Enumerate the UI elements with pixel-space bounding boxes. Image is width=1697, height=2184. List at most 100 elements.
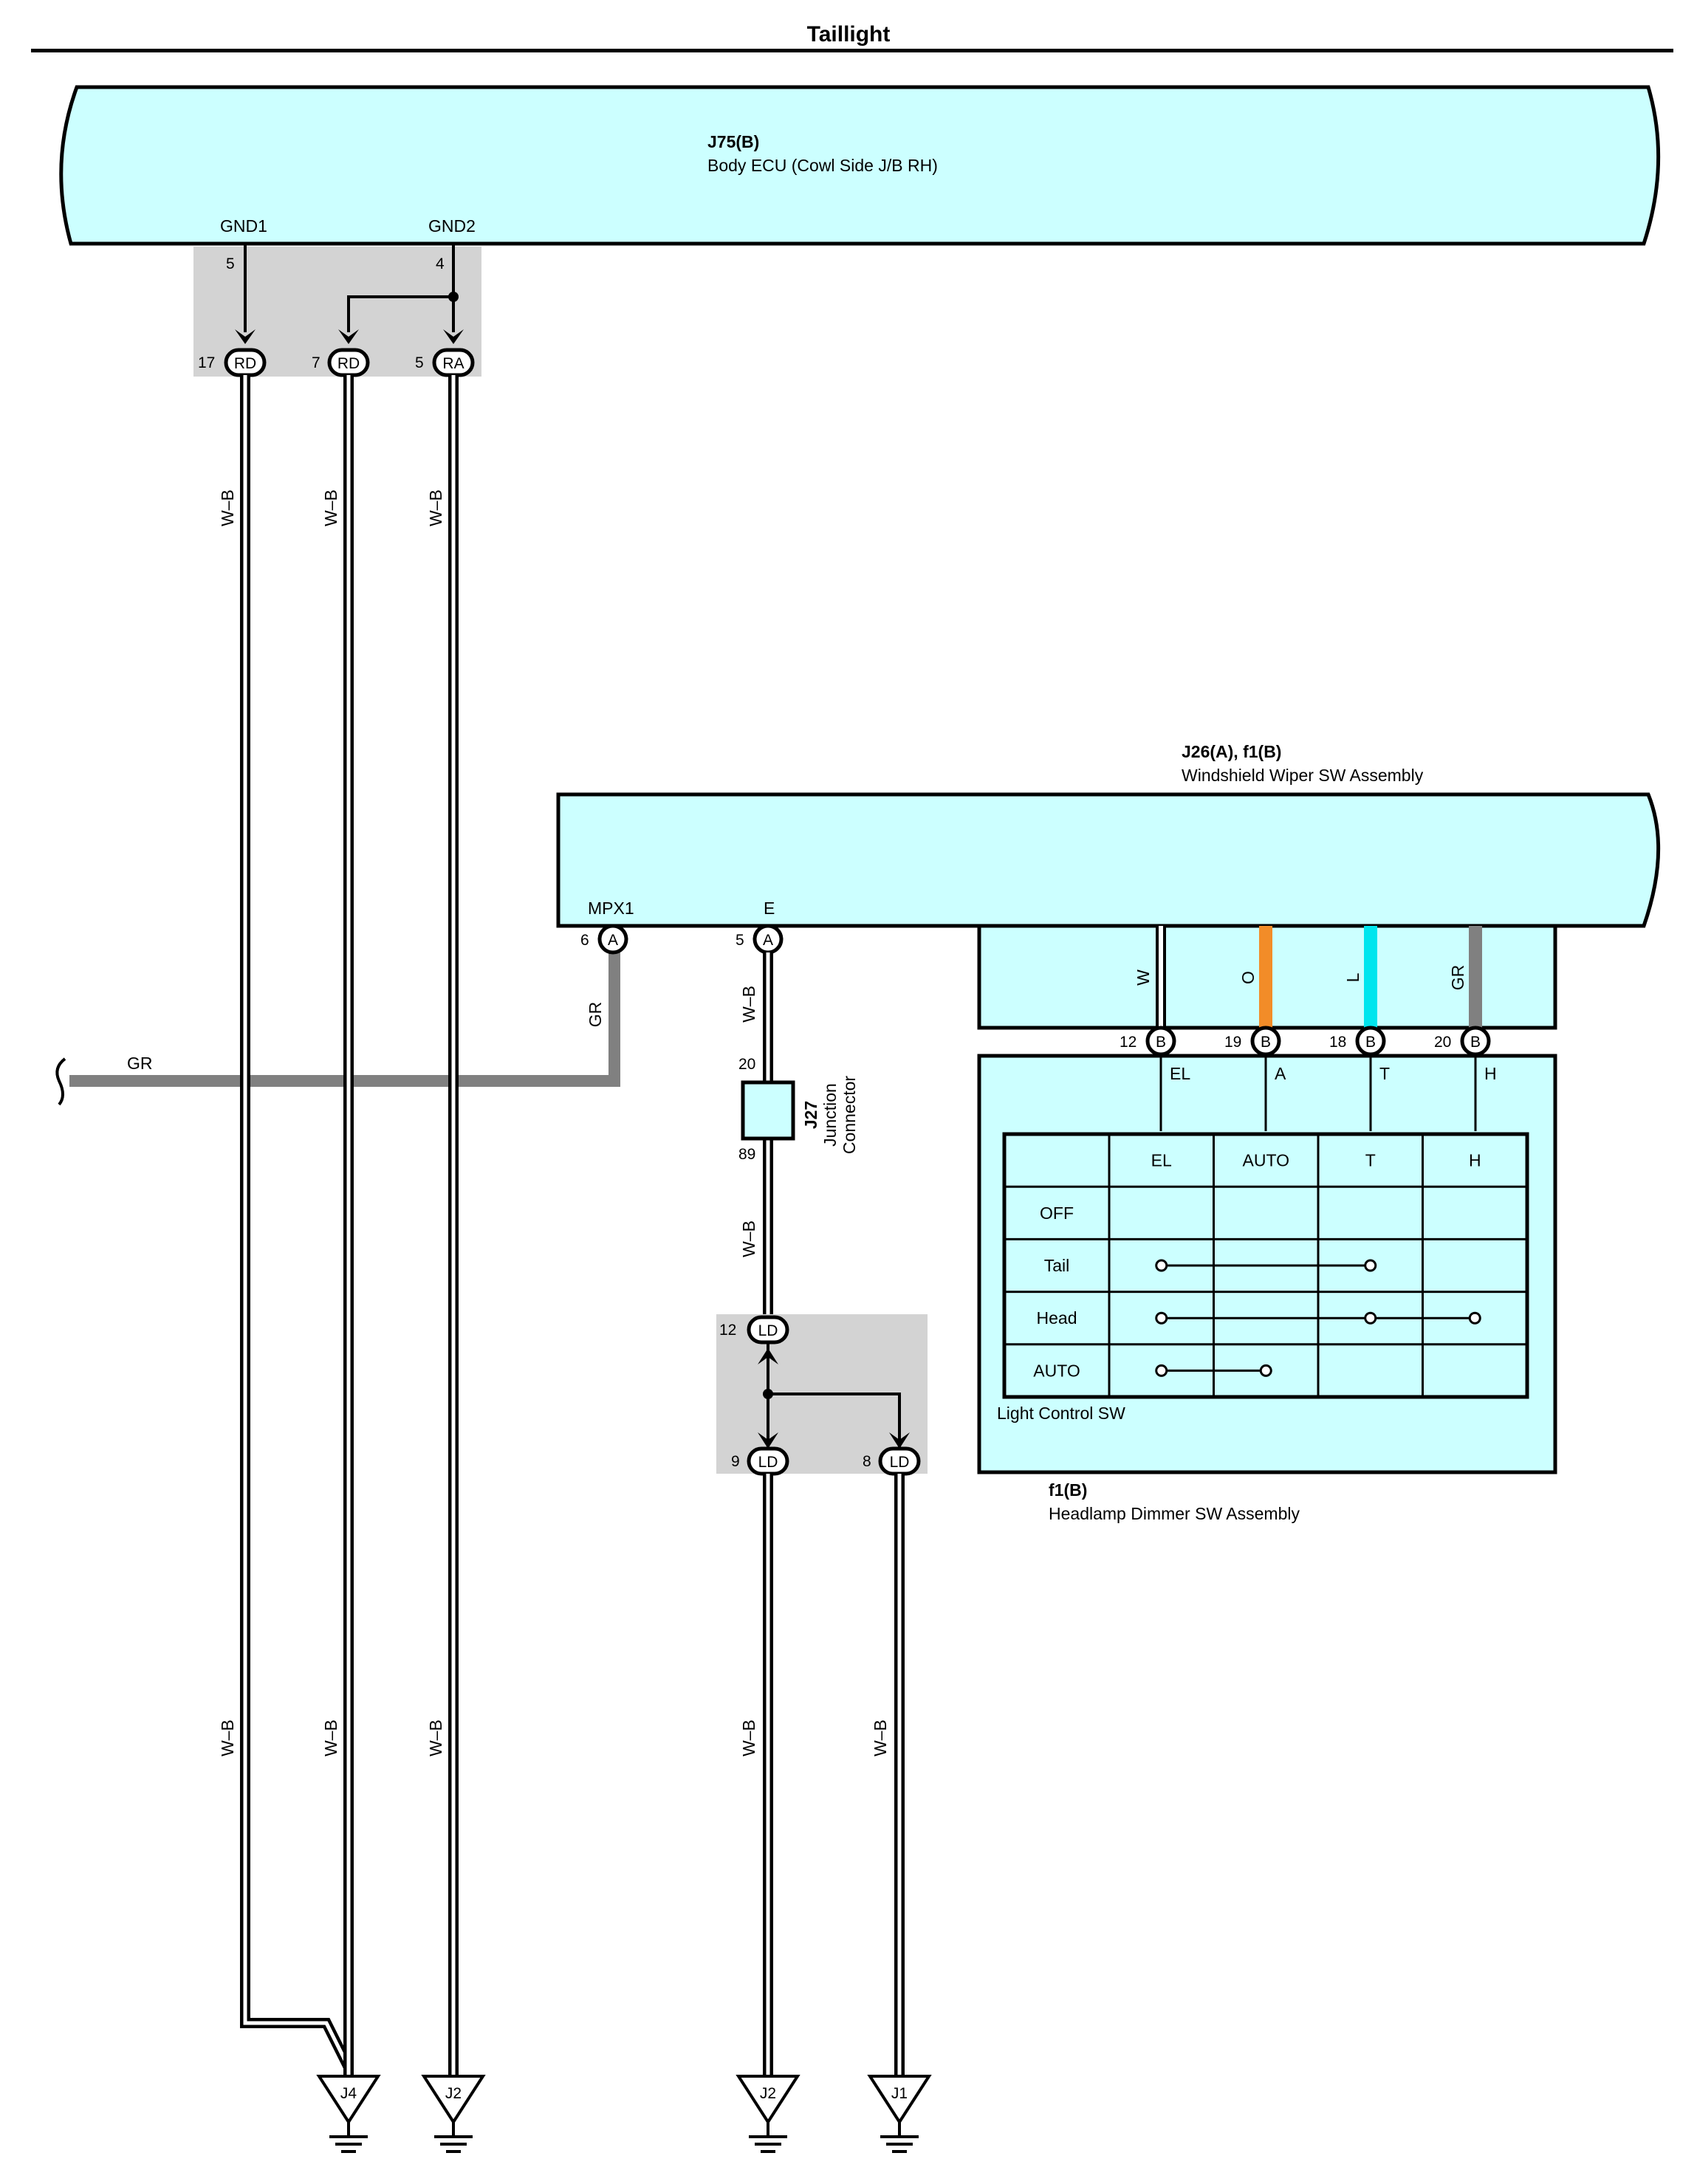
svg-text:B: B (1365, 1034, 1376, 1051)
svg-text:8: 8 (863, 1453, 871, 1470)
body-ecu-name: Body ECU (Cowl Side J/B RH) (707, 156, 938, 175)
arrow-icon (235, 329, 256, 344)
e-connector: 5 A (736, 924, 784, 955)
switch-row-label: AUTO (1033, 1361, 1080, 1380)
j27-pin-bottom: 89 (738, 1146, 755, 1163)
ecu-connector-7: 7 RD (312, 348, 370, 377)
dimmer-assembly-box (977, 1054, 1557, 1474)
ld-connector-9: 9 LD (731, 1446, 789, 1476)
wb-label: W–B (739, 1720, 758, 1757)
ecu-connector-5: 5 RA (415, 348, 475, 377)
arrow-icon (338, 329, 359, 344)
ground-symbol-j1: J1 (867, 2075, 932, 2153)
switch-row-label: OFF (1040, 1203, 1074, 1223)
switch-contact-point (1259, 1364, 1272, 1377)
switch-contact-point (1364, 1259, 1377, 1272)
wb-label: W–B (321, 490, 340, 526)
dimmer-connector-12: 12 B (1120, 1026, 1176, 1057)
switch-column-header: T (1365, 1151, 1376, 1170)
terminal-el: EL (1170, 1064, 1190, 1083)
body-ecu-code: J75(B) (707, 132, 759, 151)
svg-text:LD: LD (758, 1454, 778, 1471)
ld-connector-12: 12 LD (719, 1315, 789, 1345)
ground-label: J2 (445, 2085, 462, 2102)
w-wire-label: W (1134, 969, 1153, 986)
j27-code: J27 (801, 1101, 820, 1129)
gnd2-pin: 4 (436, 255, 445, 272)
mpx1-connector: 6 A (580, 924, 628, 955)
ground-symbol-j2: J2 (736, 2075, 800, 2153)
wb-label: W–B (218, 1720, 237, 1757)
switch-row-label: Head (1037, 1308, 1077, 1328)
dimmer-connector-20: 20 B (1434, 1026, 1491, 1057)
body-ecu-box (59, 85, 1661, 246)
svg-text:B: B (1470, 1034, 1481, 1051)
ground-symbol-j4: J4 (316, 2075, 381, 2153)
ground-symbols: J4 J2 J2 J1 (316, 2075, 932, 2153)
svg-text:5: 5 (415, 354, 424, 371)
wb-label: W–B (739, 986, 758, 1023)
switch-column-header: H (1469, 1151, 1481, 1170)
ground-label: J1 (891, 2085, 908, 2102)
svg-text:RD: RD (234, 355, 256, 372)
gr-wire-label: GR (127, 1054, 153, 1073)
j27-name-line1: Junction (820, 1083, 840, 1147)
j27-pin-top: 20 (738, 1056, 755, 1073)
arrow-icon (758, 1348, 778, 1364)
switch-contact-point (1468, 1311, 1481, 1325)
wb-label: W–B (426, 1720, 445, 1757)
ld-connector-8: 8 LD (863, 1446, 921, 1476)
page-title: Taillight (807, 22, 891, 47)
svg-text:LD: LD (890, 1454, 910, 1471)
wb-wire-17 (240, 375, 354, 2097)
wiper-assembly-name: Windshield Wiper SW Assembly (1182, 766, 1424, 785)
svg-text:19: 19 (1224, 1034, 1241, 1051)
svg-text:17: 17 (198, 354, 215, 371)
dimmer-assembly-name: Headlamp Dimmer SW Assembly (1049, 1504, 1300, 1523)
wb-label: W–B (871, 1720, 890, 1757)
wb-label: W–B (426, 490, 445, 526)
svg-text:B: B (1261, 1034, 1271, 1051)
svg-text:A: A (763, 932, 773, 949)
gr-wire-label-2: GR (1448, 965, 1467, 991)
light-control-sw-label: Light Control SW (997, 1404, 1125, 1423)
switch-column-header: EL (1151, 1151, 1172, 1170)
ecu-connector-17: 17 RD (198, 348, 267, 377)
arrow-icon (758, 1432, 778, 1449)
mpx1-label: MPX1 (588, 899, 634, 918)
dimmer-connector-19: 19 B (1224, 1026, 1281, 1057)
switch-column-header: AUTO (1243, 1151, 1289, 1170)
o-wire-label: O (1238, 971, 1258, 984)
svg-text:12: 12 (1120, 1034, 1137, 1051)
svg-text:5: 5 (736, 932, 744, 949)
svg-text:RA: RA (442, 355, 464, 372)
svg-text:RD: RD (337, 355, 360, 372)
svg-text:B: B (1156, 1034, 1166, 1051)
terminal-a: A (1275, 1064, 1286, 1083)
dimmer-connector-18: 18 B (1329, 1026, 1386, 1057)
gnd1-pin: 5 (226, 255, 235, 272)
svg-text:6: 6 (580, 932, 589, 949)
svg-text:20: 20 (1434, 1034, 1451, 1051)
ground-symbol-j2: J2 (421, 2075, 486, 2153)
switch-contact-point (1364, 1311, 1377, 1325)
svg-text:7: 7 (312, 354, 320, 371)
dimmer-assembly-code: f1(B) (1049, 1480, 1087, 1500)
l-wire-label: L (1343, 972, 1362, 982)
switch-row-label: Tail (1044, 1256, 1070, 1275)
wb-label: W–B (218, 490, 237, 526)
svg-text:12: 12 (719, 1322, 736, 1339)
svg-text:9: 9 (731, 1453, 740, 1470)
e-label: E (764, 899, 775, 918)
switch-contact-point (1155, 1364, 1168, 1377)
wiper-assembly-code: J26(A), f1(B) (1182, 742, 1281, 761)
svg-text:A: A (608, 932, 618, 949)
ground-label: J4 (340, 2085, 357, 2102)
junction-connector-j27 (741, 1080, 795, 1141)
gr-wire-label-vertical: GR (586, 1002, 605, 1028)
gnd2-branch-wire (347, 295, 453, 332)
j27-name-line2: Connector (840, 1076, 859, 1154)
wb-label: W–B (739, 1220, 758, 1257)
gnd2-label: GND2 (428, 216, 476, 236)
